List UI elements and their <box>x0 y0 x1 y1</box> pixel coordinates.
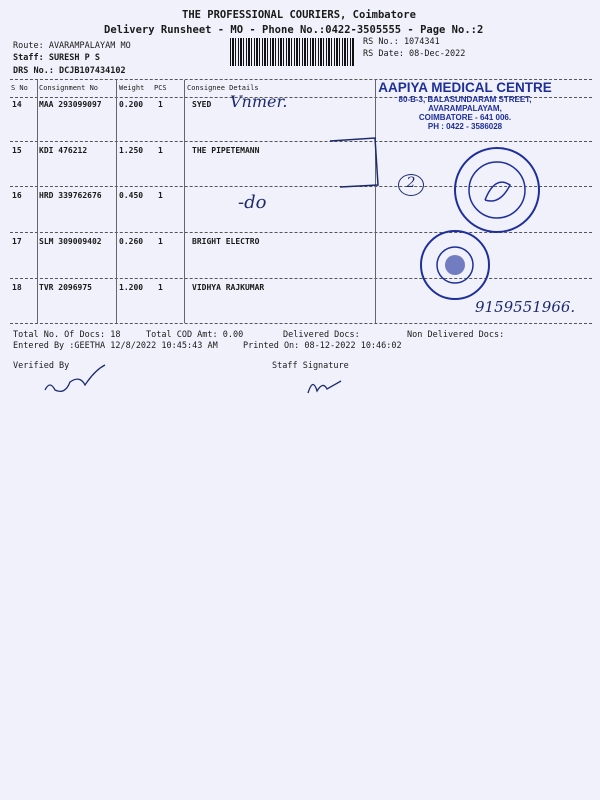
delivered-docs: Delivered Docs: <box>283 330 360 340</box>
bright-electro-seal <box>420 230 490 300</box>
staff-signature-label: Staff Signature <box>272 361 349 371</box>
cell-cn: MAA 293099097 <box>39 100 102 109</box>
cell-consignee: VIDHYA RAJKUMAR <box>192 283 265 292</box>
cell-pcs: 1 <box>158 146 163 155</box>
rs-date: RS Date: 08-Dec-2022 <box>363 49 466 59</box>
cell-weight: 1.200 <box>119 283 144 292</box>
drs-number: DRS No.: DCJB107434102 <box>13 66 126 76</box>
handwriting-circle-2: 2 <box>398 174 424 196</box>
cell-pcs: 1 <box>158 191 163 200</box>
medical-centre-stamp: AAPIYA MEDICAL CENTRE 80-B-3, BALASUNDAR… <box>370 80 560 131</box>
barcode <box>230 38 355 66</box>
handwriting-phone: 9159551966. <box>475 298 576 316</box>
cell-cn: TVR 2096975 <box>39 283 92 292</box>
non-delivered-docs: Non Delivered Docs: <box>407 330 505 340</box>
handwriting-r14: Vnmer. <box>230 92 288 111</box>
cell-sno: 18 <box>12 283 22 292</box>
verifier-signature <box>44 364 106 393</box>
cell-weight: 1.250 <box>119 146 144 155</box>
cell-consignee: THE PIPETEMANN <box>192 146 260 155</box>
total-docs: Total No. Of Docs: 18 <box>13 330 121 340</box>
col-pcs: PCS <box>154 84 167 92</box>
cell-weight: 0.450 <box>119 191 144 200</box>
staff-signature <box>307 380 342 394</box>
stamp-line: 80-B-3, BALASUNDARAM STREET, <box>398 95 532 104</box>
bracket-mark <box>330 137 379 188</box>
scientific-instruments-seal <box>454 147 540 233</box>
cell-sno: 15 <box>12 146 22 155</box>
col-weight: Weight <box>119 84 145 92</box>
cell-pcs: 1 <box>158 237 163 246</box>
cell-sno: 14 <box>12 100 22 109</box>
col-consignee: Consignee Details <box>187 84 259 92</box>
cell-sno: 16 <box>12 191 22 200</box>
rs-number: RS No.: 1074341 <box>363 37 440 47</box>
handwriting-do: -do <box>238 192 267 213</box>
cell-weight: 0.260 <box>119 237 144 246</box>
entered-by: Entered By :GEETHA 12/8/2022 10:45:43 AM <box>13 341 218 351</box>
cell-cn: HRD 339762676 <box>39 191 102 200</box>
cell-consignee: BRIGHT ELECTRO <box>192 237 260 246</box>
cell-cn: KDI 476212 <box>39 146 88 155</box>
company-title: THE PROFESSIONAL COURIERS, Coimbatore <box>182 9 416 21</box>
total-cod: Total COD Amt: 0.00 <box>146 330 244 340</box>
verified-by-label: Verified By <box>13 361 70 371</box>
cell-sno: 17 <box>12 237 22 246</box>
cell-pcs: 1 <box>158 283 163 292</box>
stamp-name: AAPIYA MEDICAL CENTRE <box>378 80 552 95</box>
cell-consignee: SYED <box>192 100 212 109</box>
col-consignment: Consignment No <box>39 84 99 92</box>
printed-on: Printed On: 08-12-2022 10:46:02 <box>243 341 402 351</box>
cell-cn: SLM 309009402 <box>39 237 102 246</box>
route: Route: AVARAMPALAYAM MO <box>13 41 131 51</box>
stamp-line: COIMBATORE - 641 006. <box>418 113 512 122</box>
cell-pcs: 1 <box>158 100 163 109</box>
stamp-line: PH : 0422 - 3586028 <box>427 122 503 131</box>
stamp-line: AVARAMPALAYAM, <box>428 104 502 113</box>
cell-weight: 0.200 <box>119 100 144 109</box>
col-sno: S No <box>11 84 28 92</box>
runsheet-subtitle: Delivery Runsheet - MO - Phone No.:0422-… <box>104 24 484 36</box>
staff: Staff: SURESH P S <box>13 53 100 63</box>
